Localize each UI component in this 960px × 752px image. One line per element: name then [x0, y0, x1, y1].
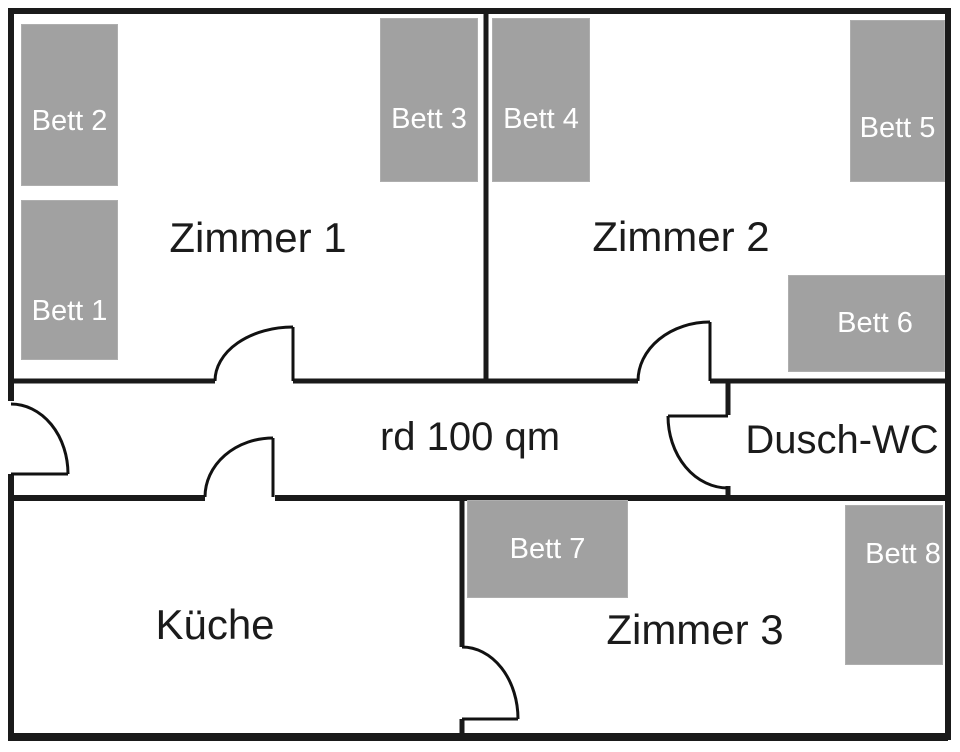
area-label: rd 100 qm	[379, 415, 561, 459]
bed-label: Bett 2	[31, 104, 108, 137]
bed-bett-6: Bett 6	[788, 275, 945, 372]
bed-bett-3: Bett 3	[380, 18, 478, 182]
door-arc-duschwc	[666, 415, 729, 490]
bed-label: Bett 5	[859, 111, 936, 144]
bed-label: Bett 3	[391, 102, 467, 135]
bed-label: Bett 7	[509, 532, 586, 565]
door-arc-zimmer3	[461, 645, 520, 720]
bed-bett-1: Bett 1	[21, 200, 118, 360]
room-label-zimmer3: Zimmer 3	[606, 606, 784, 653]
room-label-zimmer2: Zimmer 2	[592, 213, 770, 260]
bed-bett-8: Bett 8	[845, 505, 943, 665]
door-arc-zimmer2	[636, 320, 711, 382]
bed-bett-7: Bett 7	[467, 500, 628, 598]
bed-label: Bett 6	[837, 307, 913, 339]
door-arc-entrance	[10, 402, 70, 475]
bed-label: Bett 1	[31, 294, 108, 327]
bed-label: Bett 4	[503, 102, 579, 135]
room-label-kueche: Küche	[155, 601, 275, 648]
room-label-duschwc: Dusch-WC	[745, 418, 939, 462]
bed-bett-4: Bett 4	[492, 18, 590, 182]
bed-bett-2: Bett 2	[21, 24, 118, 186]
bed-bett-5: Bett 5	[850, 20, 945, 182]
room-label-zimmer1: Zimmer 1	[169, 214, 347, 261]
door-arc-kueche	[203, 436, 274, 498]
door-arc-zimmer1	[213, 325, 294, 382]
bed-label: Bett 8	[865, 537, 941, 570]
